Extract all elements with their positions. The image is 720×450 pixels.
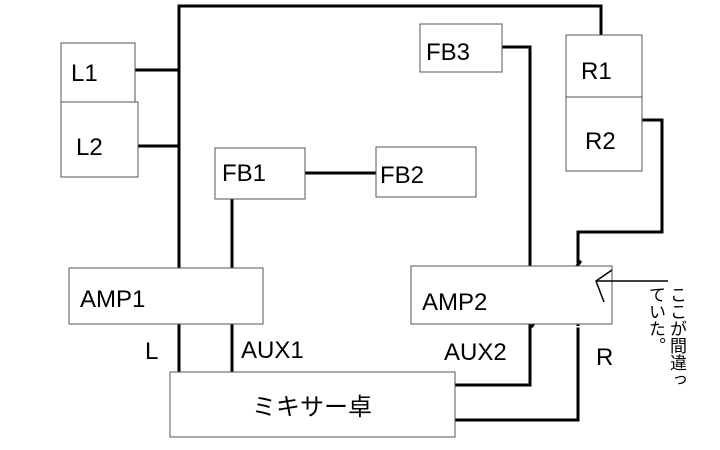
- box-fb1-label: FB1: [222, 160, 266, 187]
- label-left-channel: L: [145, 338, 158, 365]
- wire-aux2-fb3: [453, 45, 532, 387]
- box-l1-frame: [60, 42, 136, 103]
- box-amp2: AMP2: [410, 265, 613, 325]
- wire-r2-return: [576, 118, 664, 264]
- box-amp2-frame: [410, 265, 613, 325]
- label-aux2: AUX2: [444, 339, 507, 366]
- box-r2-frame: [565, 96, 643, 172]
- box-l2-label: L2: [76, 134, 103, 161]
- label-right-channel: R: [596, 344, 613, 371]
- box-r1: R1: [565, 34, 643, 98]
- box-fb2: FB2: [375, 146, 477, 198]
- box-fb3-label: FB3: [426, 39, 470, 66]
- label-aux1: AUX1: [241, 337, 304, 364]
- box-fb3: FB3: [419, 23, 503, 73]
- box-mixer: ミキサー卓: [169, 371, 456, 438]
- wire-r-out: [453, 327, 580, 422]
- box-amp1-frame: [68, 267, 264, 325]
- box-l1-label: L1: [71, 60, 98, 87]
- wire-main-left-bus: [177, 4, 603, 374]
- annotation-text-col1: ここが間違っ: [666, 286, 687, 388]
- box-mixer-frame: [169, 371, 456, 438]
- box-fb2-label: FB2: [380, 162, 424, 189]
- box-mixer-label: ミキサー卓: [252, 394, 372, 421]
- box-fb3-frame: [419, 23, 503, 73]
- box-r2: R2: [565, 96, 643, 172]
- box-fb2-frame: [375, 146, 477, 198]
- box-l2-frame: [60, 101, 139, 178]
- box-fb1-frame: [214, 147, 306, 200]
- box-r2-label: R2: [585, 128, 616, 155]
- box-amp2-label: AMP2: [422, 289, 487, 316]
- annotation-text-col2: ていた。: [645, 286, 665, 354]
- box-r1-label: R1: [581, 58, 612, 85]
- box-l1: L1: [60, 42, 136, 103]
- annotation-arrow-head: [595, 269, 613, 303]
- box-amp1: AMP1: [68, 267, 264, 325]
- box-fb1: FB1: [214, 147, 306, 200]
- box-l2: L2: [60, 101, 139, 178]
- annotation-arrow: [595, 269, 668, 303]
- box-amp1-label: AMP1: [80, 286, 145, 313]
